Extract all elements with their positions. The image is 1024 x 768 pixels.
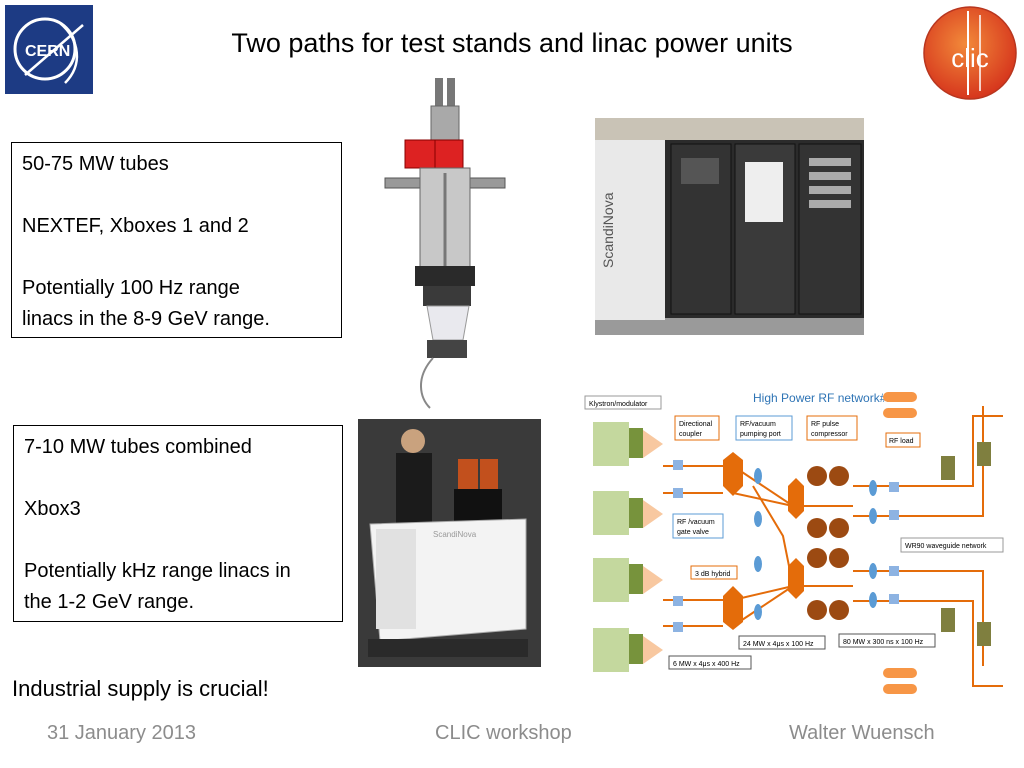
xbox3-unit-photo: ScandiNova [358, 419, 541, 667]
label-24mw: 24 MW x 4μs x 100 Hz [743, 641, 814, 648]
label-compressor-a: RF pulse [811, 421, 839, 428]
box1-line3b: linacs in the 8-9 GeV range. [22, 308, 270, 330]
label-compressor-b: compressor [811, 431, 848, 438]
label-pump-b: pumping port [740, 431, 781, 438]
scandinova-unit-label: ScandiNova [433, 530, 477, 539]
box1-line3a: Potentially 100 Hz range [22, 277, 240, 299]
klystron-row-2 [593, 491, 663, 535]
scandinova-cabinet-label: ScandiNova [600, 192, 616, 268]
modulator-cabinet-photo: ScandiNova [595, 118, 864, 335]
label-klystron: Klystron/modulator [589, 401, 648, 408]
klystron-tube-photo [375, 78, 515, 413]
klystron-row-3 [593, 558, 663, 602]
label-coupler-b: coupler [679, 431, 703, 438]
box2-line2: Xbox3 [24, 498, 81, 520]
clic-logo: clic [922, 5, 1018, 101]
label-6mw: 6 MW x 4μs x 400 Hz [673, 661, 740, 668]
tube-info-box-7-10: 7-10 MW tubes combined Xbox3 Potentially… [13, 425, 343, 622]
rf-loads [883, 392, 917, 694]
label-gate-b: gate valve [677, 529, 709, 536]
slide-title: Two paths for test stands and linac powe… [231, 28, 793, 58]
pulse-compressors [807, 466, 849, 620]
tube-info-box-50-75: 50-75 MW tubes NEXTEF, Xboxes 1 and 2 Po… [11, 142, 342, 338]
clic-logo-graphic: clic [923, 6, 1017, 100]
rf-network-diagram: High Power RF network#1 Klystron/modulat… [583, 386, 1013, 701]
box2-line3a: Potentially kHz range linacs in [24, 560, 291, 582]
box2-line3b: the 1-2 GeV range. [24, 591, 195, 613]
cern-logo-text: CERN [25, 43, 70, 60]
label-pump-a: RF/vacuum [740, 421, 776, 428]
cern-logo: CERN [3, 3, 95, 96]
footer-event: CLIC workshop [435, 722, 572, 744]
cern-logo-graphic: CERN [13, 17, 84, 84]
box1-line1: 50-75 MW tubes [22, 153, 169, 175]
diagram-title: High Power RF network#1 [753, 391, 893, 405]
industrial-supply-note: Industrial supply is crucial! [12, 676, 269, 701]
olive-blocks [941, 442, 991, 646]
label-load: RF load [889, 438, 914, 445]
box1-line2: NEXTEF, Xboxes 1 and 2 [22, 215, 249, 237]
label-hybrid: 3 dB hybrid [695, 571, 731, 578]
label-gate-a: RF /vacuum [677, 519, 715, 526]
hybrid-couplers [723, 452, 804, 630]
label-waveguide: WR90 waveguide network [905, 543, 987, 550]
label-80mw: 80 MW x 300 ns x 100 Hz [843, 639, 924, 646]
label-coupler-a: Directional [679, 421, 713, 428]
box2-line1: 7-10 MW tubes combined [24, 436, 252, 458]
pumping-ports [754, 468, 877, 620]
clic-logo-text: clic [951, 43, 989, 73]
klystron-row-4 [593, 628, 663, 672]
footer-date: 31 January 2013 [47, 722, 197, 744]
klystron-row-1 [593, 422, 663, 466]
gate-valves [673, 460, 899, 632]
footer-author: Walter Wuensch [789, 722, 935, 744]
